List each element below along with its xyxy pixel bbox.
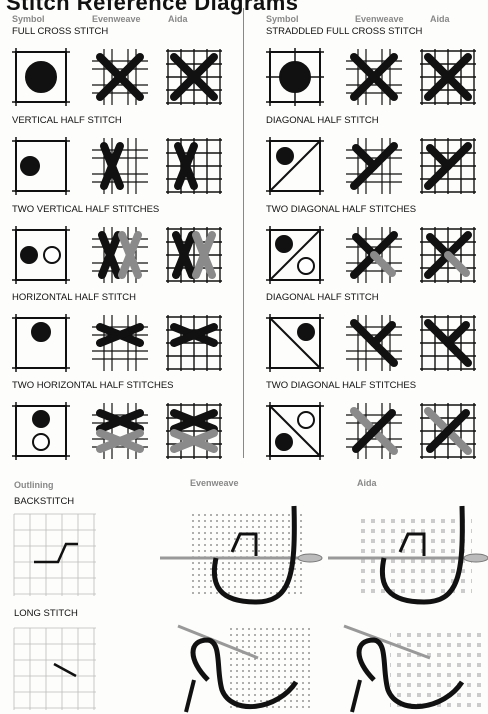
- header-evenweave-right: Evenweave: [355, 14, 404, 24]
- long-stitch-line: [54, 664, 76, 676]
- stitch-aida-right-2: [418, 225, 478, 285]
- long-stitch-label: LONG STITCH: [14, 608, 78, 619]
- stitch-symbol-left-1: [12, 137, 70, 195]
- stitch-label-left-1: VERTICAL HALF STITCH: [12, 115, 122, 126]
- stitch-symbol-left-4: [12, 402, 70, 460]
- stitch-evenweave-right-1: [344, 136, 404, 196]
- backstitch-line: [34, 544, 78, 562]
- backstitch-aida-illustration: [328, 506, 488, 606]
- stitch-aida-left-1: [164, 136, 224, 196]
- stitch-symbol-right-3: [266, 314, 324, 372]
- stitch-evenweave-right-2: [344, 225, 404, 285]
- stitch-evenweave-left-1: [90, 136, 150, 196]
- stitch-symbol-right-0: [266, 48, 324, 106]
- stitch-aida-left-2: [164, 225, 224, 285]
- stitch-aida-right-0: [418, 47, 478, 107]
- stitch-evenweave-left-0: [90, 47, 150, 107]
- stitch-aida-right-4: [418, 401, 478, 461]
- stitch-aida-left-3: [164, 313, 224, 373]
- header-aida-left: Aida: [168, 14, 188, 24]
- stitch-symbol-left-3: [12, 314, 70, 372]
- header-symbol-right: Symbol: [266, 14, 299, 24]
- stitch-evenweave-left-2: [90, 225, 150, 285]
- stitch-evenweave-right-3: [344, 313, 404, 373]
- stitch-label-right-2: TWO DIAGONAL HALF STITCHES: [266, 204, 416, 215]
- stitch-symbol-right-4: [266, 402, 324, 460]
- stitch-symbol-right-2: [266, 226, 324, 284]
- stitch-label-left-4: TWO HORIZONTAL HALF STITCHES: [12, 380, 174, 391]
- stitch-aida-right-3: [418, 313, 478, 373]
- long-stitch-aida-illustration: [334, 620, 488, 714]
- header-evenweave-left: Evenweave: [92, 14, 141, 24]
- page-title: Stitch Reference Diagrams: [6, 0, 299, 16]
- long-stitch-evenweave-illustration: [168, 620, 318, 714]
- stitch-symbol-right-1: [266, 137, 324, 195]
- stitch-label-left-2: TWO VERTICAL HALF STITCHES: [12, 204, 159, 215]
- header-symbol-left: Symbol: [12, 14, 45, 24]
- stitch-aida-right-1: [418, 136, 478, 196]
- backstitch-symbol-grid: [14, 514, 96, 596]
- backstitch-evenweave-illustration: [160, 506, 320, 606]
- long-stitch-symbol-grid: [14, 628, 96, 710]
- header-aida-right: Aida: [430, 14, 450, 24]
- stitch-aida-left-0: [164, 47, 224, 107]
- stitch-label-right-1: DIAGONAL HALF STITCH: [266, 115, 379, 126]
- stitch-evenweave-right-4: [344, 401, 404, 461]
- stitch-label-left-3: HORIZONTAL HALF STITCH: [12, 292, 136, 303]
- stitch-evenweave-left-3: [90, 313, 150, 373]
- stitch-symbol-left-0: [12, 48, 70, 106]
- stitch-evenweave-left-4: [90, 401, 150, 461]
- stitch-label-right-0: STRADDLED FULL CROSS STITCH: [266, 26, 422, 37]
- column-divider: [243, 8, 244, 458]
- stitch-label-right-4: TWO DIAGONAL HALF STITCHES: [266, 380, 416, 391]
- backstitch-label: BACKSTITCH: [14, 496, 74, 507]
- stitch-label-right-3: DIAGONAL HALF STITCH: [266, 292, 379, 303]
- header-aida-bottom: Aida: [357, 478, 377, 488]
- stitch-aida-left-4: [164, 401, 224, 461]
- header-outlining: Outlining: [14, 480, 54, 490]
- stitch-symbol-left-2: [12, 226, 70, 284]
- stitch-label-left-0: FULL CROSS STITCH: [12, 26, 108, 37]
- stitch-evenweave-right-0: [344, 47, 404, 107]
- header-evenweave-bottom: Evenweave: [190, 478, 239, 488]
